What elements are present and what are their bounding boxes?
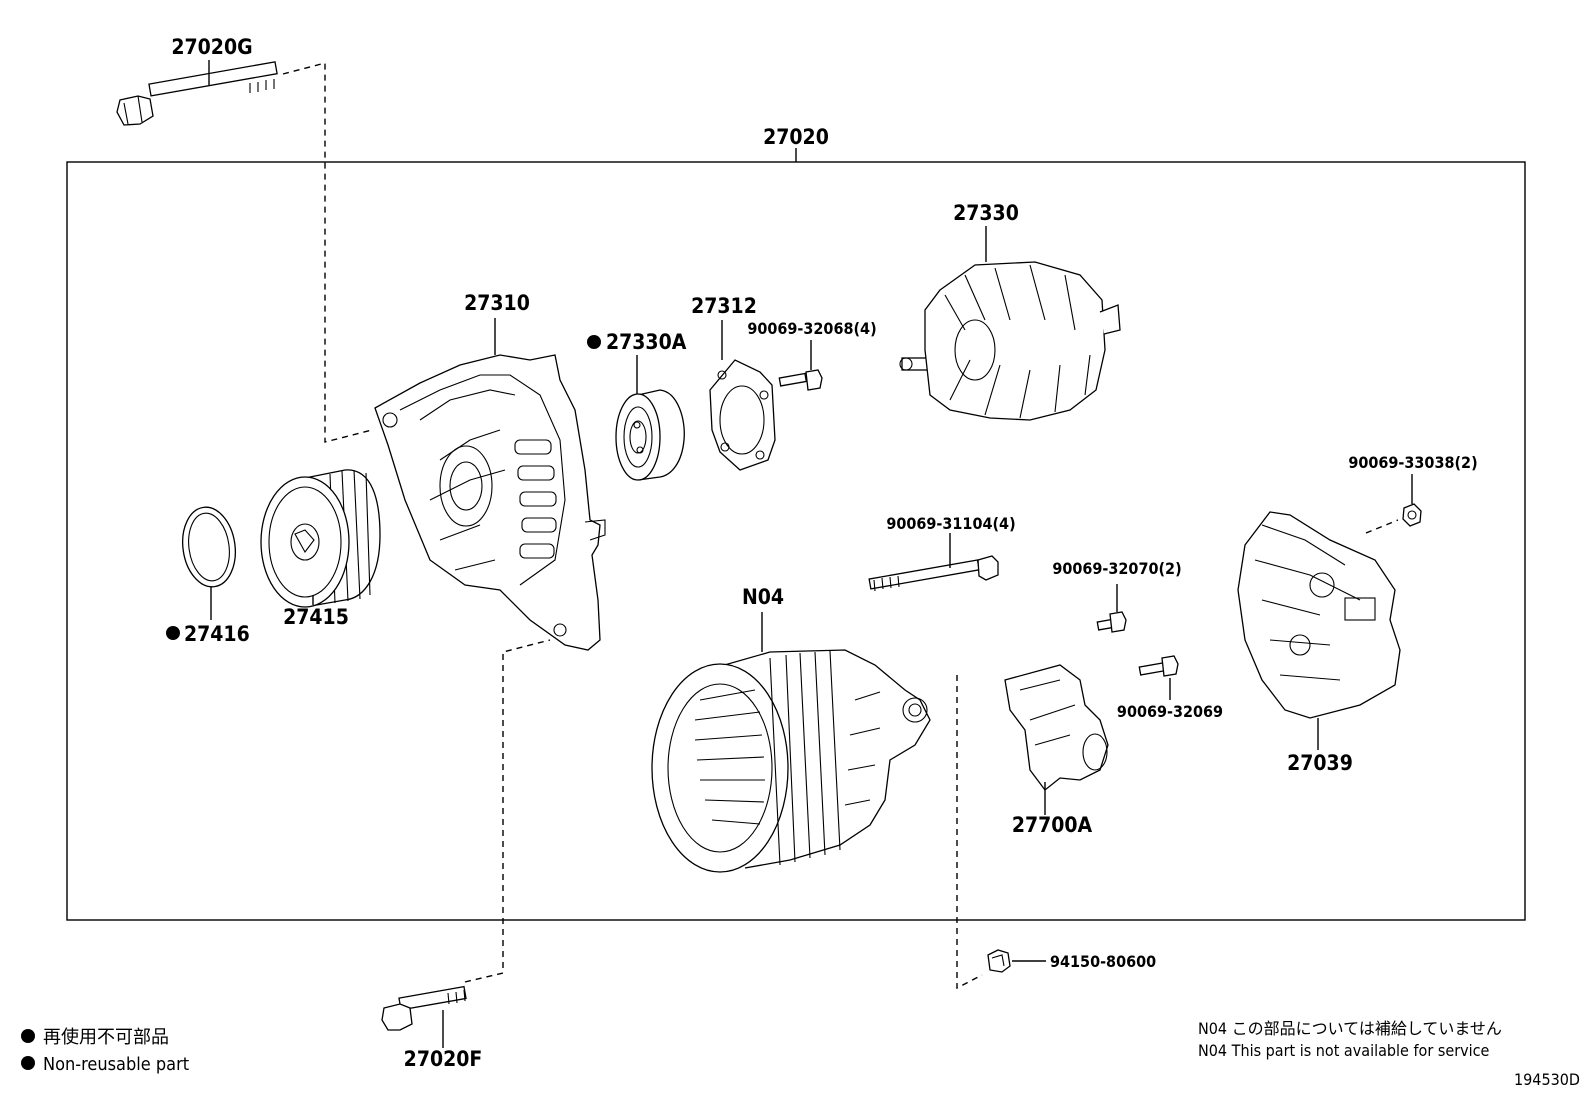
label-90069-32070: 90069-32070(2) <box>1052 559 1181 578</box>
bolt-94150-dashed-line <box>956 675 983 990</box>
bolt-27020g <box>116 61 278 126</box>
bolt-33038-dashed-line <box>1365 519 1399 534</box>
bolt-g-dashed-line <box>282 62 373 443</box>
non-reusable-marker-27330a <box>587 335 601 349</box>
nut-90069-33038 <box>1402 503 1422 527</box>
label-27039: 27039 <box>1287 751 1353 775</box>
seal-27416 <box>182 506 236 588</box>
label-27312: 27312 <box>691 294 757 318</box>
label-90069-32069: 90069-32069 <box>1117 702 1223 721</box>
rear-cover-27039 <box>1237 511 1401 719</box>
label-n04: N04 <box>742 585 784 609</box>
label-90069-33038: 90069-33038(2) <box>1348 453 1477 472</box>
pulley-27415 <box>260 469 381 608</box>
label-27310: 27310 <box>464 291 530 315</box>
label-90069-32068: 90069-32068(4) <box>747 319 876 338</box>
legend-marker-en <box>21 1056 35 1070</box>
retainer-plate-27312 <box>709 359 776 471</box>
note-text-en: N04 This part is not available for servi… <box>1198 1041 1490 1060</box>
label-94150-80600: 94150-80600 <box>1050 952 1156 971</box>
bearing-27330a <box>615 389 685 481</box>
rotor-27330 <box>899 261 1121 421</box>
non-reusable-marker-27416 <box>166 626 180 640</box>
label-27330: 27330 <box>953 201 1019 225</box>
drive-end-frame-27310 <box>374 354 606 651</box>
screw-90069-32070 <box>1096 611 1127 633</box>
label-27700a: 27700A <box>1012 813 1093 837</box>
diagram-id: 194530D <box>1514 1070 1580 1089</box>
bolt-f-dashed-line <box>464 639 551 983</box>
label-27415: 27415 <box>283 605 349 629</box>
label-27416: 27416 <box>184 622 250 646</box>
legend-text-jp: 再使用不可部品 <box>43 1027 169 1048</box>
bolt-27020f <box>381 985 467 1031</box>
legend-marker-jp <box>21 1029 35 1043</box>
nut-94150-80600 <box>987 949 1011 973</box>
label-27020: 27020 <box>763 125 829 149</box>
label-27020g: 27020G <box>171 35 252 59</box>
label-27020f: 27020F <box>404 1047 483 1071</box>
note-text-jp: N04 この部品については補給していません <box>1198 1019 1502 1038</box>
regulator-27700a <box>1004 664 1109 791</box>
legend-text-en: Non-reusable part <box>43 1054 189 1075</box>
label-90069-31104: 90069-31104(4) <box>886 514 1015 533</box>
bolt-90069-31104 <box>868 555 999 592</box>
stator-n04 <box>651 649 931 873</box>
label-27330a: 27330A <box>606 330 687 354</box>
screw-90069-32068 <box>778 369 823 391</box>
screw-90069-32069 <box>1138 655 1179 677</box>
